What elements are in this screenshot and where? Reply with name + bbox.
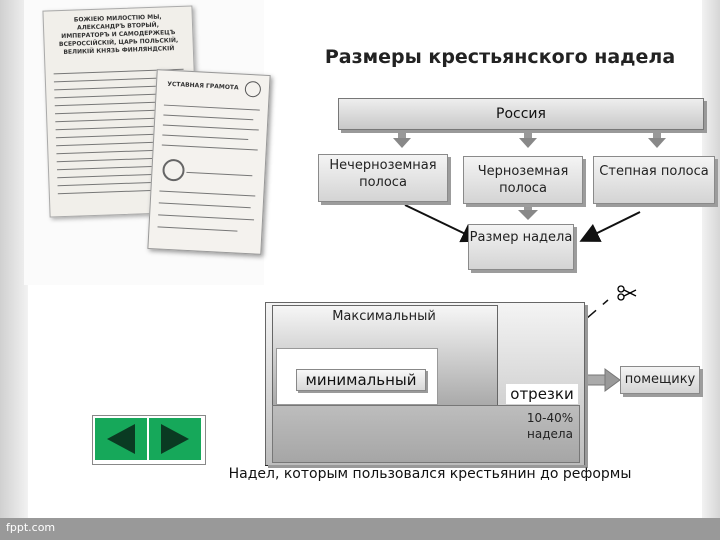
charter-header: УСТАВНАЯ ГРАМОТА [167,80,239,92]
nav-button-group [92,415,206,465]
footer-bar [0,518,720,540]
russia-label: Россия [496,106,546,122]
allotment-size-box: Размер надела [468,224,574,270]
percent-label: 10-40% надела [526,411,574,441]
wax-seal-icon [161,158,186,182]
right-decor-band [702,0,720,540]
prev-slide-button[interactable] [95,418,147,460]
eagle-emblem-icon [244,80,262,98]
left-arrow-icon [107,424,135,454]
left-decor-band [0,0,28,540]
right-arrow-icon [582,368,621,392]
maximum-label: Максимальный [332,309,436,324]
arrow-from-steppe [579,211,641,242]
next-slide-button[interactable] [149,418,201,460]
minimum-label: минимальный [296,369,426,391]
scissors-icon [617,285,637,301]
right-arrow-icon [161,424,189,454]
manifesto-header: БОЖІЕЮ МИЛОСТІЮ МЫ, АЛЕКСАНДРЪ ВТОРЫЙ, И… [58,13,179,56]
zone-nonchernozem: Нечерноземная полоса [318,154,448,202]
russia-header-bar: Россия [338,98,704,130]
historical-documents-image: БОЖІЕЮ МИЛОСТІЮ МЫ, АЛЕКСАНДРЪ ВТОРЫЙ, И… [24,0,271,285]
down-arrow-icon [393,130,411,148]
down-arrow-icon [519,130,537,148]
zone-chernozem: Черноземная полоса [463,156,583,204]
diagram-caption: Надел, которым пользовался крестьянин до… [228,466,632,482]
zone-steppe: Степная полоса [593,156,715,204]
down-arrow-icon [648,130,666,148]
landowner-box: помещику [620,366,700,394]
cuts-label: отрезки [506,384,578,404]
charter-document: УСТАВНАЯ ГРАМОТА [147,69,271,255]
footer-brand[interactable]: fppt.com [6,521,56,534]
slide-title: Размеры крестьянского надела [324,46,676,68]
lower-allotment-strip [272,405,580,463]
